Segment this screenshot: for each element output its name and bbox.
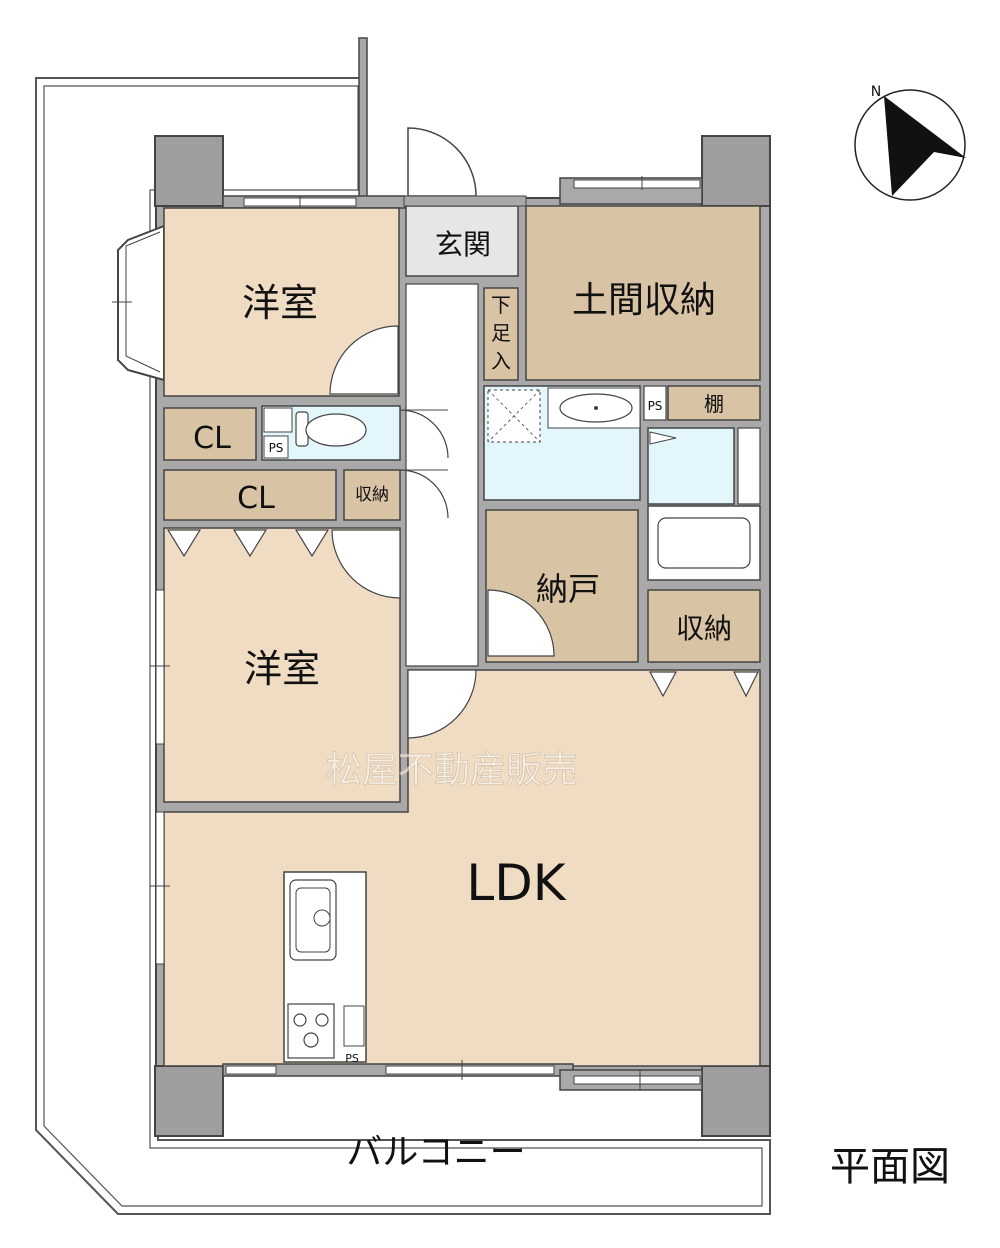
storage-small (343, 469, 401, 521)
shelf (667, 385, 761, 421)
window-top-right (573, 179, 701, 189)
window-left-ldk (155, 811, 165, 965)
entrance (405, 205, 519, 277)
label-closet-top: CL (193, 421, 231, 456)
label-balcony: バルコニー (346, 1132, 525, 1173)
doma-storage (525, 205, 761, 381)
storage-door-markers (648, 671, 759, 698)
kitchen-counter (283, 871, 367, 1063)
pillar-bottom-left (154, 1065, 224, 1137)
balcony-wall-stub (358, 37, 368, 199)
watermark: 松屋不動産販売 (326, 750, 578, 791)
label-ps-right: PS (648, 399, 663, 413)
label-western-room-bottom: 洋室 (244, 647, 320, 691)
label-storage-small: 収納 (355, 485, 389, 505)
label-shoe-box-1: 下 (491, 293, 511, 317)
shoe-box (483, 287, 519, 381)
window-left-bedroom (155, 589, 165, 745)
stove (287, 1003, 335, 1059)
label-shelf: 棚 (704, 392, 724, 416)
corridor (405, 283, 479, 667)
label-entrance: 玄関 (435, 228, 491, 261)
label-shoe-box-2: 足 (491, 321, 511, 345)
pillar-top-right (701, 135, 771, 207)
pillar-bottom-right (701, 1065, 771, 1137)
window-bottom-right (573, 1075, 701, 1085)
compass-north-label: N (871, 84, 881, 100)
label-closet-bottom: CL (237, 481, 275, 516)
closet-bottom (163, 469, 337, 521)
entrance-door (407, 127, 477, 197)
closet-top (163, 407, 257, 461)
bay-window (117, 224, 165, 382)
label-ldk: LDK (466, 854, 566, 912)
toilet-bowl (305, 413, 367, 447)
compass-icon: N (854, 84, 966, 201)
storage-right (647, 589, 761, 663)
label-shoe-box-3: 入 (491, 349, 511, 373)
closet-door-markers (166, 529, 330, 558)
label-western-room-top: 洋室 (242, 281, 318, 325)
pillar-top-left (154, 135, 224, 207)
label-nando: 納戸 (536, 570, 600, 608)
label-ps-left: PS (269, 441, 284, 455)
label-ps-kitchen: PS (345, 1052, 359, 1065)
label-doma-storage: 土間収納 (572, 280, 716, 321)
kitchen-sink (289, 879, 337, 961)
pipe-space-left (263, 435, 289, 459)
pipe-space-right (643, 385, 667, 421)
plan-title: 平面図 (830, 1144, 950, 1190)
window-bottom-left (385, 1065, 555, 1075)
label-storage-right: 収納 (676, 612, 732, 645)
